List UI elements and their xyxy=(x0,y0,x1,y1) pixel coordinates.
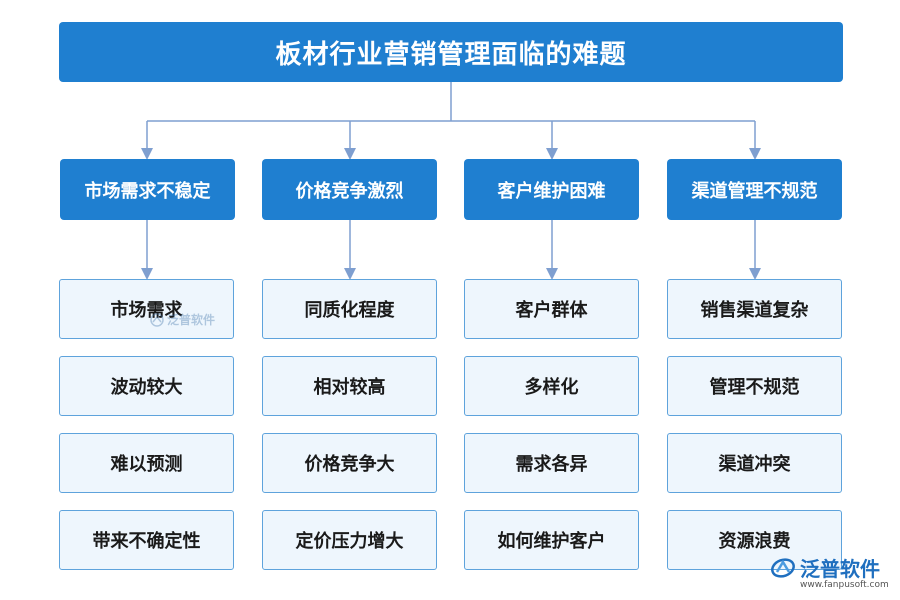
item-box: 同质化程度 xyxy=(262,279,437,339)
item-box: 销售渠道复杂 xyxy=(667,279,842,339)
item-box: 相对较高 xyxy=(262,356,437,416)
item-box: 波动较大 xyxy=(59,356,234,416)
brand-logo-url: www.fanpusoft.com xyxy=(800,580,889,590)
item-box: 管理不规范 xyxy=(667,356,842,416)
diagram-title: 板材行业营销管理面临的难题 xyxy=(59,22,843,82)
brand-logo: 泛普软件 www.fanpusoft.com xyxy=(770,553,889,590)
item-box: 价格竞争大 xyxy=(262,433,437,493)
category-price-competition: 价格竞争激烈 xyxy=(262,159,437,220)
item-box: 难以预测 xyxy=(59,433,234,493)
item-box: 市场需求 xyxy=(59,279,234,339)
item-box: 如何维护客户 xyxy=(464,510,639,570)
item-box: 客户群体 xyxy=(464,279,639,339)
item-box: 定价压力增大 xyxy=(262,510,437,570)
fanpu-logo-icon xyxy=(771,557,795,578)
item-box: 带来不确定性 xyxy=(59,510,234,570)
item-box: 多样化 xyxy=(464,356,639,416)
item-box: 资源浪费 xyxy=(667,510,842,570)
category-market-demand: 市场需求不稳定 xyxy=(60,159,235,220)
category-customer-maintenance: 客户维护困难 xyxy=(464,159,639,220)
item-box: 需求各异 xyxy=(464,433,639,493)
brand-logo-text: 泛普软件 xyxy=(800,557,880,581)
category-channel-management: 渠道管理不规范 xyxy=(667,159,842,220)
item-box: 渠道冲突 xyxy=(667,433,842,493)
